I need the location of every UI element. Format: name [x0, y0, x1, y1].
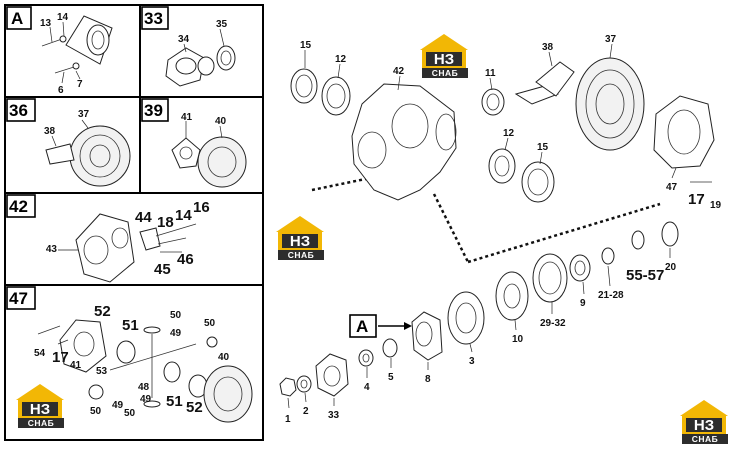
logo-top-center-bottom: СНАБ: [432, 68, 459, 78]
label-42: 42: [393, 66, 405, 77]
label-7: 7: [77, 79, 83, 90]
panel-33: 33 34 35: [141, 6, 236, 87]
label-37: 37: [605, 34, 617, 45]
label-40: 40: [215, 116, 227, 127]
label-47: 47: [666, 182, 678, 193]
label-12-right: 12: [503, 128, 515, 139]
label-4: 4: [364, 382, 370, 393]
left-panel-grid: [4, 4, 264, 441]
panel-36: 36 37 38: [6, 98, 131, 187]
panel-39: 39 41 40: [141, 98, 247, 188]
label-53: 53: [96, 366, 108, 377]
label-50-d: 50: [124, 408, 136, 419]
main-exploded-view: 15 12 42 11 38 37 47 17: [279, 34, 722, 425]
logo-left-bottom: СНАБ: [28, 418, 55, 428]
logo-top-center: НЗ СНАБ: [420, 34, 468, 78]
label-15-right: 15: [537, 142, 549, 153]
label-52: 52: [94, 303, 111, 320]
label-41: 41: [181, 112, 193, 123]
panel-36-title: 36: [9, 101, 28, 120]
label-a-ref: A: [356, 317, 368, 336]
label-50-a: 50: [170, 310, 182, 321]
label-34: 34: [178, 34, 190, 45]
label-17-main: 17: [688, 191, 705, 208]
label-48: 48: [138, 382, 150, 393]
label-1: 1: [285, 414, 291, 425]
label-13: 13: [40, 18, 52, 29]
label-41-b: 41: [70, 360, 82, 371]
label-15-left: 15: [300, 40, 312, 51]
label-49-a: 49: [170, 328, 182, 339]
label-8: 8: [425, 374, 431, 385]
label-49-c: 49: [140, 394, 152, 405]
label-38: 38: [542, 42, 554, 53]
label-51-a: 51: [122, 317, 139, 334]
label-55-57: 55-57: [626, 267, 664, 284]
label-18: 18: [157, 214, 174, 231]
label-50-c: 50: [90, 406, 102, 417]
label-38: 38: [44, 126, 56, 137]
label-54: 54: [34, 348, 46, 359]
label-40-b: 40: [218, 352, 230, 363]
panel-a: A 13 14 6 7: [6, 6, 113, 96]
label-35: 35: [216, 19, 228, 30]
label-17: 17: [52, 349, 69, 366]
label-52-b: 52: [186, 399, 203, 416]
logo-bottom-right-bottom: СНАБ: [692, 434, 719, 444]
logo-left-top: НЗ: [30, 401, 50, 418]
panel-47: 47 52 50 51 49 50 54 17 41 53 48 49 50 4…: [6, 286, 253, 423]
logo-middle-top: НЗ: [290, 233, 310, 250]
label-3: 3: [469, 356, 475, 367]
label-50-b: 50: [204, 318, 216, 329]
logo-top-center-top: НЗ: [434, 51, 454, 68]
label-6: 6: [58, 85, 64, 96]
label-19: 19: [710, 200, 722, 211]
label-9: 9: [580, 298, 586, 309]
label-29-32: 29-32: [540, 318, 566, 329]
label-46: 46: [177, 251, 194, 268]
label-45: 45: [154, 261, 171, 278]
panel-39-title: 39: [144, 101, 163, 120]
panel-33-title: 33: [144, 9, 163, 28]
panel-42-title: 42: [9, 197, 28, 216]
label-5: 5: [388, 372, 394, 383]
label-16: 16: [193, 199, 210, 216]
label-14: 14: [57, 12, 69, 23]
logo-left: НЗ СНАБ: [16, 384, 64, 428]
label-14-b: 14: [175, 207, 192, 224]
label-21-28: 21-28: [598, 290, 624, 301]
logo-bottom-right-top: НЗ: [694, 417, 714, 434]
label-44: 44: [135, 209, 152, 226]
label-37: 37: [78, 109, 90, 120]
logo-middle-bottom: СНАБ: [288, 250, 315, 260]
label-2: 2: [303, 406, 309, 417]
label-20: 20: [665, 262, 677, 273]
label-10: 10: [512, 334, 524, 345]
logo-middle: НЗ СНАБ: [276, 216, 324, 260]
panel-47-title: 47: [9, 289, 28, 308]
label-33: 33: [328, 410, 340, 421]
label-51-b: 51: [166, 393, 183, 410]
panel-42: 42 43 44 18 14 16 45 46: [6, 194, 210, 283]
label-43: 43: [46, 244, 58, 255]
label-49-b: 49: [112, 400, 124, 411]
label-12-left: 12: [335, 54, 347, 65]
logo-bottom-right: НЗ СНАБ: [680, 400, 728, 444]
label-11: 11: [485, 68, 496, 79]
panel-a-title: A: [11, 9, 23, 28]
